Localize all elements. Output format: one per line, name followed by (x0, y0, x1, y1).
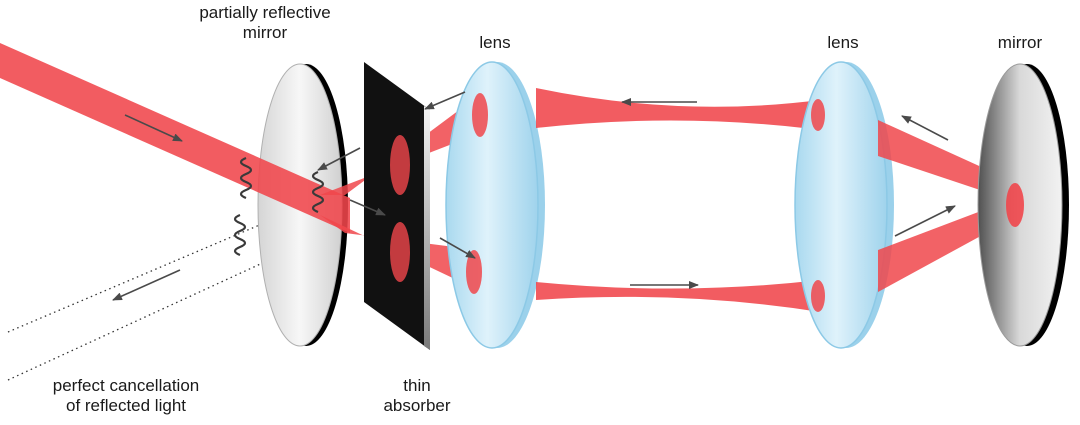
end-mirror (977, 63, 1069, 347)
arrow-to-absorber-upper (424, 91, 466, 110)
lens-right (794, 61, 894, 349)
wave-symbol-3 (311, 170, 325, 214)
label-thin-absorber: thin absorber (383, 376, 451, 415)
arrow-reflected-out (112, 269, 181, 301)
beams-between-lenses (536, 88, 820, 312)
label-lens-left: lens (479, 33, 511, 52)
arrow-to-lens-lower (439, 237, 476, 259)
lens-left (445, 61, 545, 349)
arrow-to-mirror-lower (894, 205, 956, 237)
arrow-incoming (124, 114, 183, 142)
label-partially-reflective-mirror: partially reflective mirror (199, 3, 331, 42)
label-lens-right: lens (827, 33, 859, 52)
wave-symbol-1 (239, 156, 253, 200)
label-cancellation: perfect cancellation of reflected light (52, 376, 200, 415)
beams-to-mirror (878, 120, 1010, 292)
beam-spots-absorber (390, 135, 410, 282)
direction-arrows (112, 91, 956, 301)
label-mirror: mirror (997, 33, 1043, 52)
arrow-forward-mid (349, 199, 386, 216)
wave-symbol-2 (233, 213, 247, 257)
thin-absorber (364, 62, 430, 350)
arrow-from-mirror-upper (901, 115, 949, 141)
arrow-back-upper (317, 147, 361, 171)
interference-wave-symbols (233, 156, 325, 257)
